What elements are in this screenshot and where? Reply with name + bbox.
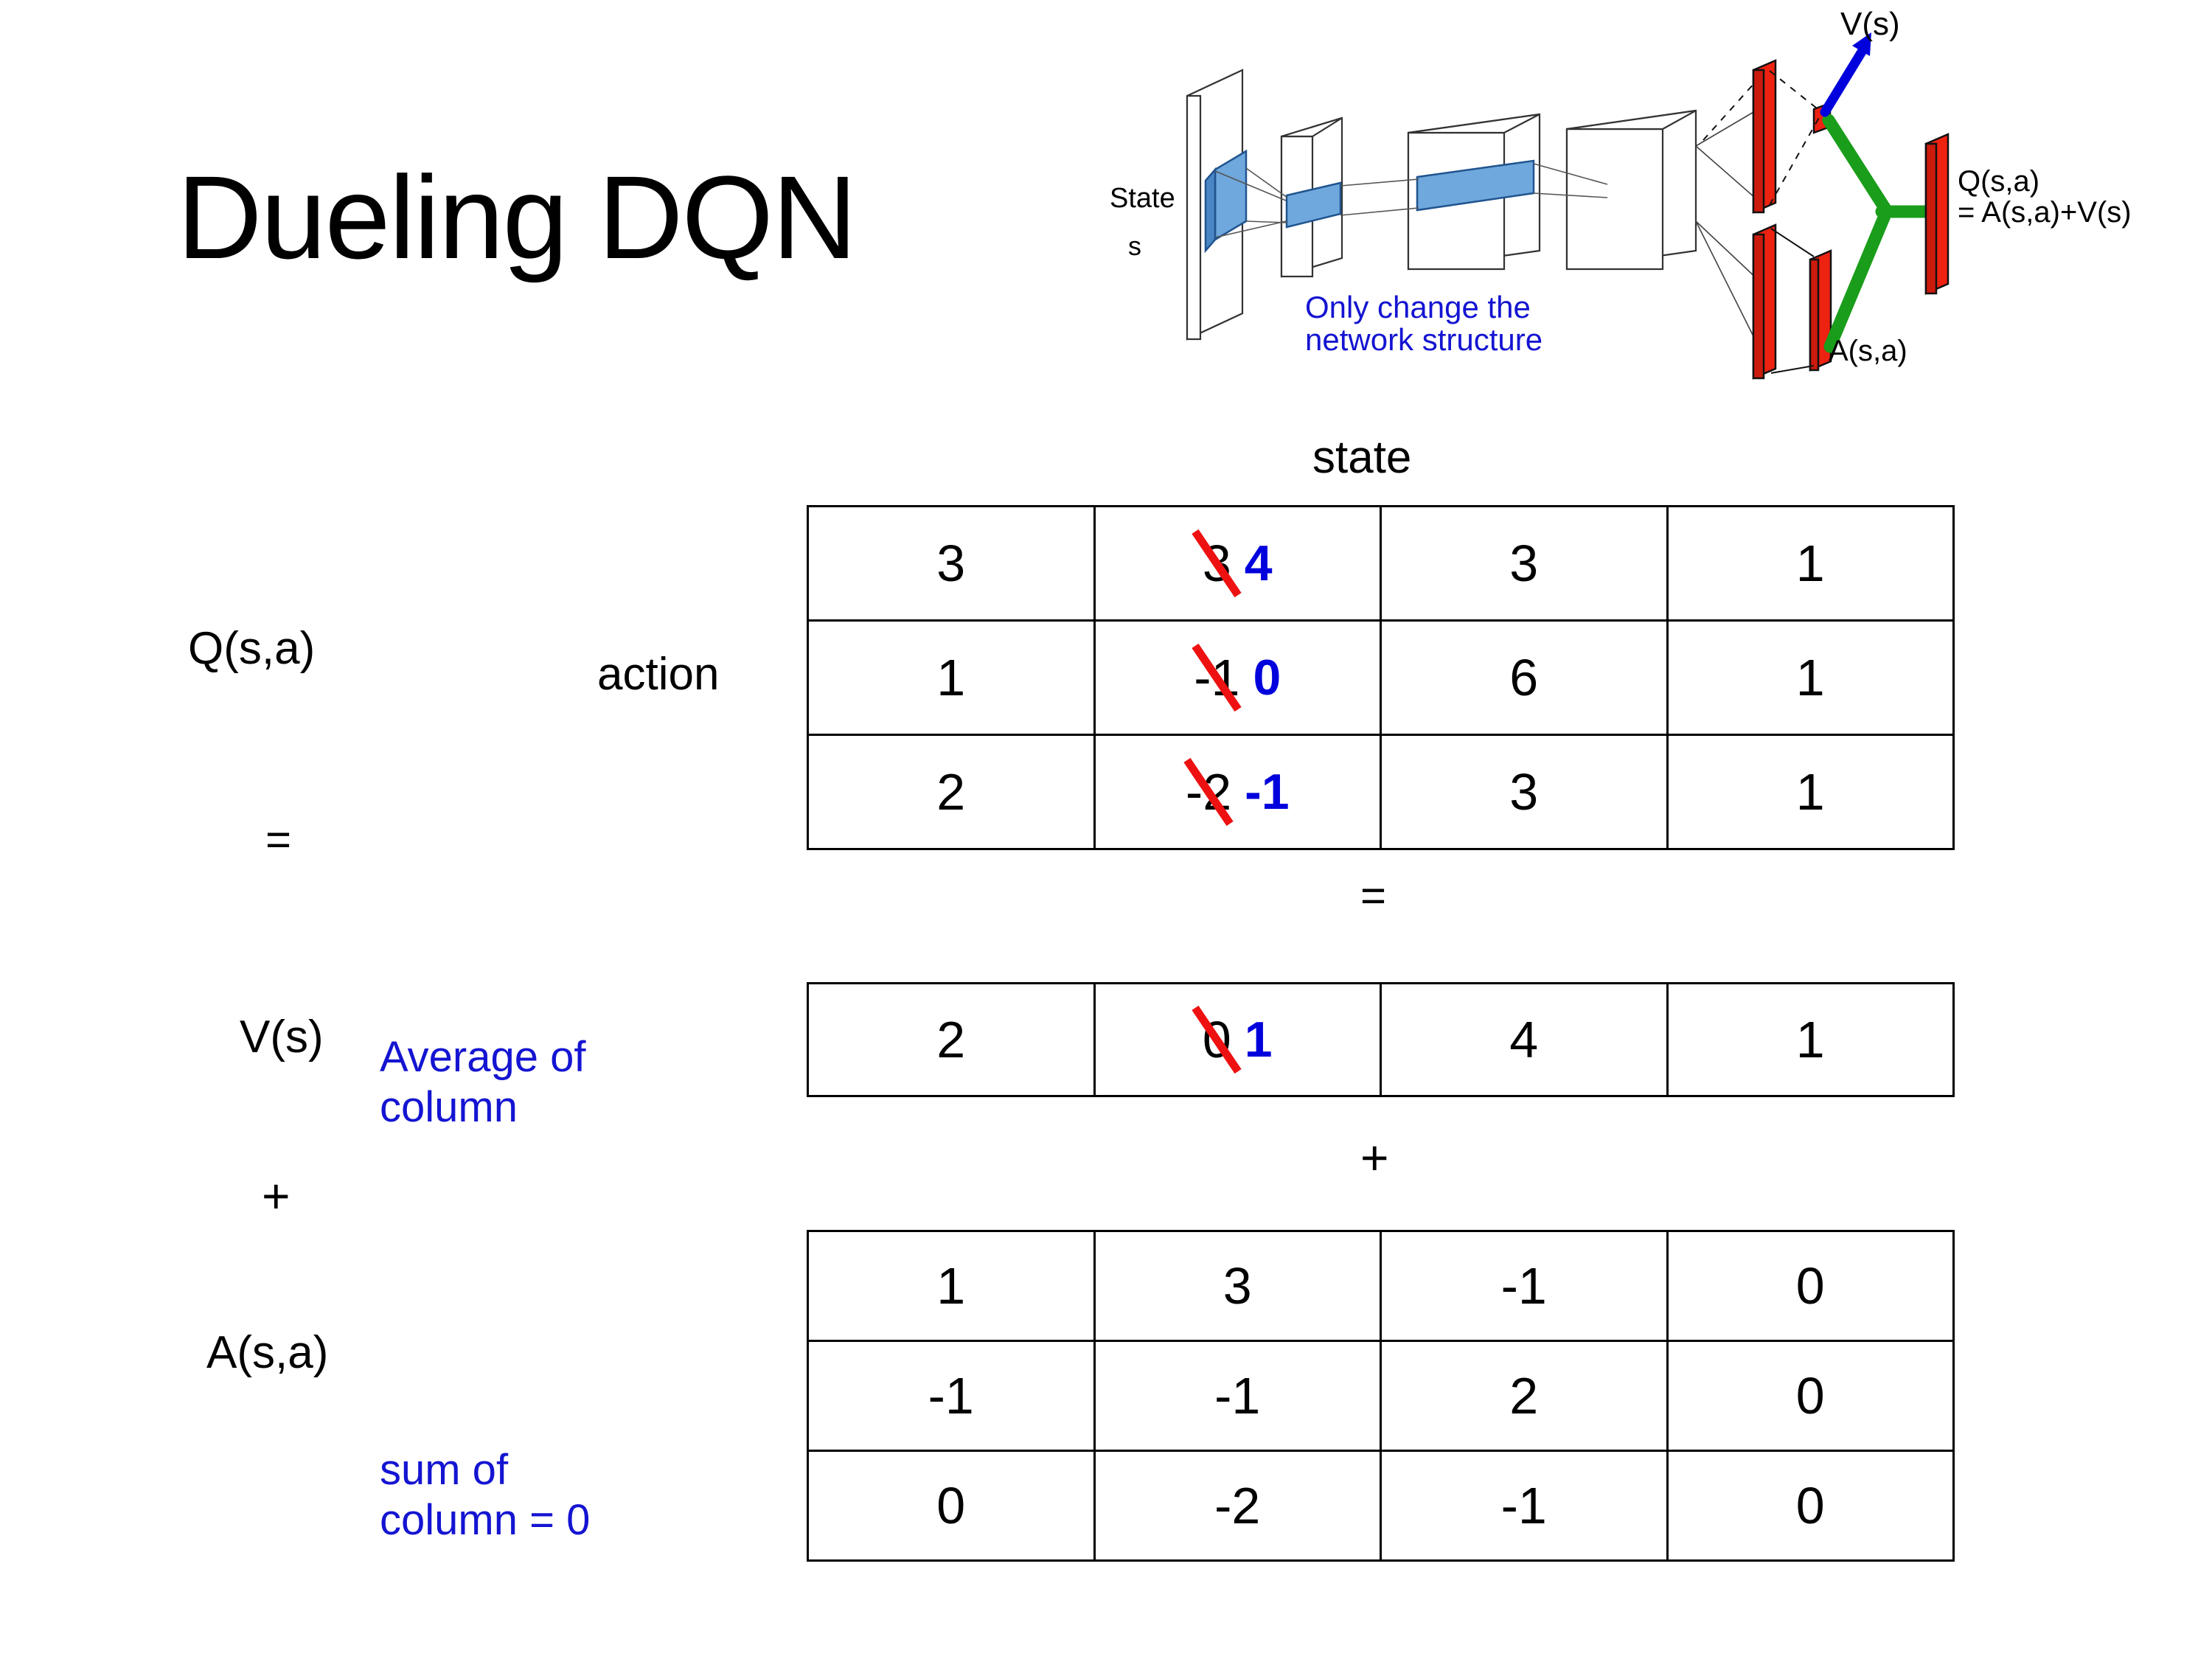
page-title: Dueling DQN — [177, 151, 858, 283]
diagram-q-label-line2: = A(s,a)+V(s) — [1958, 196, 2132, 229]
table-cell: 3 — [807, 505, 1096, 622]
new-value: 1 — [1244, 1012, 1273, 1068]
table-cell: -1 — [1380, 1230, 1669, 1342]
table-cell: 1 — [1666, 619, 1955, 736]
diagram-note: Only change the network structure — [1305, 291, 1543, 356]
old-value: -2 — [1183, 757, 1234, 827]
table-cell: 0 — [1666, 1340, 1955, 1452]
strikethrough-mark-icon — [1183, 757, 1234, 827]
strikethrough-mark-icon — [1192, 643, 1242, 712]
diagram-note-line2: network structure — [1305, 322, 1543, 358]
sum-of-column-note: sum of column = 0 — [380, 1445, 590, 1546]
table-cell: -1 — [1380, 1450, 1669, 1562]
diagram-value-label: V(s) — [1840, 6, 1900, 42]
state-axis-label: state — [1312, 432, 1412, 483]
table-cell: -1 — [807, 1340, 1096, 1452]
old-value: 0 — [1192, 1005, 1242, 1074]
table-cell: 3 — [1380, 734, 1669, 850]
q-function-label: Q(s,a) — [188, 623, 316, 674]
v-function-label: V(s) — [240, 1012, 324, 1062]
table-cell: 1 — [1666, 734, 1955, 850]
table-cell: 3 — [1093, 1230, 1382, 1342]
table-cell: 0 — [1666, 1450, 1955, 1562]
table-cell: 1 — [807, 619, 1096, 736]
table-cell: 1 — [807, 1230, 1096, 1342]
table-cell: 1 — [1666, 982, 1955, 1097]
network-diagram-svg — [1186, 32, 1950, 380]
diagram-note-line1: Only change the — [1305, 290, 1531, 324]
average-of-column-note: Average of column — [380, 1032, 585, 1133]
table-cell: -1 — [1093, 1340, 1382, 1452]
average-note-line2: column — [380, 1083, 518, 1132]
table-cell: 1 — [1666, 505, 1955, 622]
table-cell-edited: -2-1 — [1093, 734, 1382, 850]
strikethrough-mark-icon — [1192, 1005, 1242, 1074]
average-note-line1: Average of — [380, 1033, 586, 1081]
equals-sign-middle: = — [1360, 871, 1388, 920]
table-cell: -2 — [1093, 1450, 1382, 1562]
table-cell: 4 — [1380, 982, 1669, 1097]
table-cell: 6 — [1380, 619, 1669, 736]
diagram-state-label: State — [1110, 183, 1175, 214]
strikethrough-mark-icon — [1192, 529, 1242, 598]
table-cell: 3 — [1380, 505, 1669, 622]
equals-sign-left: = — [265, 815, 293, 864]
action-axis-label: action — [597, 649, 720, 700]
plus-sign-middle: + — [1360, 1130, 1389, 1185]
table-cell: 2 — [1380, 1340, 1669, 1452]
plus-sign-left: + — [262, 1169, 291, 1223]
diagram-q-label-line1: Q(s,a) — [1958, 165, 2040, 198]
diagram-advantage-label: A(s,a) — [1829, 335, 1907, 367]
old-value: -1 — [1192, 643, 1242, 712]
table-cell: 0 — [807, 1450, 1096, 1562]
diagram-state-symbol: s — [1128, 231, 1141, 261]
sum-note-line2: column = 0 — [380, 1496, 591, 1545]
old-value: 3 — [1192, 529, 1242, 598]
sum-note-line1: sum of — [380, 1446, 509, 1494]
a-function-label: A(s,a) — [206, 1327, 329, 1378]
new-value: 4 — [1244, 535, 1273, 591]
table-cell: 2 — [807, 734, 1096, 850]
edited-cell-content: -2-1 — [1096, 736, 1380, 848]
table-cell: 0 — [1666, 1230, 1955, 1342]
dueling-network-diagram — [1091, 0, 2212, 413]
diagram-q-label: Q(s,a) = A(s,a)+V(s) — [1958, 166, 2132, 228]
new-value: 0 — [1253, 650, 1281, 706]
table-cell: 2 — [807, 982, 1096, 1097]
new-value: -1 — [1245, 764, 1290, 820]
